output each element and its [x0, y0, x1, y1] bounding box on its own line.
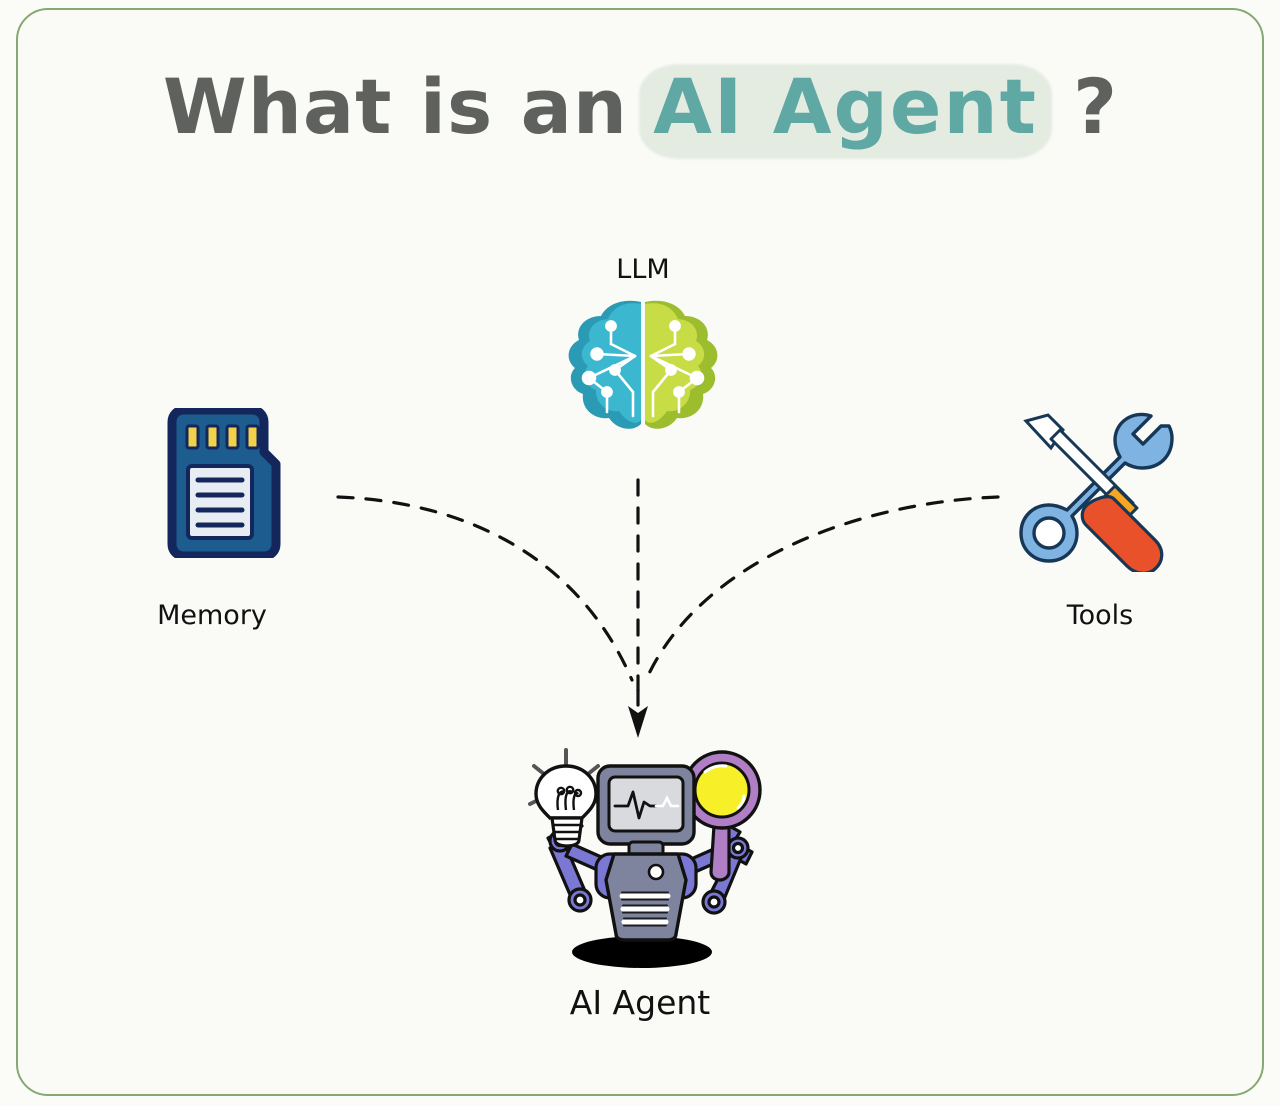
wrench-icon: [1019, 412, 1174, 563]
title-question-mark: ?: [1073, 62, 1118, 151]
robot-icon: [510, 748, 780, 973]
robot-vents: [619, 893, 671, 925]
lightbulb-filament: [556, 785, 583, 811]
ai-agent-label: AI Agent: [569, 983, 711, 1022]
robot-head: [596, 764, 696, 858]
robot-chest-button: [647, 863, 665, 881]
tools-label: Tools: [1066, 600, 1134, 631]
robot-screen-waveform: [613, 790, 658, 820]
sd-card-icon: [160, 405, 290, 561]
brain-icon: [563, 296, 723, 436]
brain-left-neurons: [581, 320, 637, 418]
sd-card-label-panel: [186, 464, 254, 540]
robot-shadow: [572, 936, 712, 968]
title-prefix: What is an: [162, 62, 629, 151]
llm-label: LLM: [616, 254, 670, 285]
sd-card-pins: [185, 424, 260, 450]
brain-left-hemisphere: [568, 300, 641, 429]
title-accent-text: AI Agent: [653, 62, 1038, 151]
lightbulb-icon: [528, 748, 604, 848]
memory-label: Memory: [157, 600, 267, 631]
magnifier-lens: [693, 761, 751, 819]
brain-right-hemisphere: [645, 300, 718, 429]
screwdriver-handle: [1080, 495, 1164, 575]
page-title: What is an AI Agent ?: [0, 62, 1280, 151]
wrench-screwdriver-icon: [1015, 412, 1185, 575]
robot-torso: [604, 852, 688, 942]
screwdriver-icon: [1023, 413, 1164, 575]
sd-card-label-lines: [195, 477, 245, 528]
lightbulb-glass: [534, 764, 598, 820]
title-highlight: AI Agent: [639, 62, 1052, 151]
brain-right-neurons: [649, 320, 705, 418]
